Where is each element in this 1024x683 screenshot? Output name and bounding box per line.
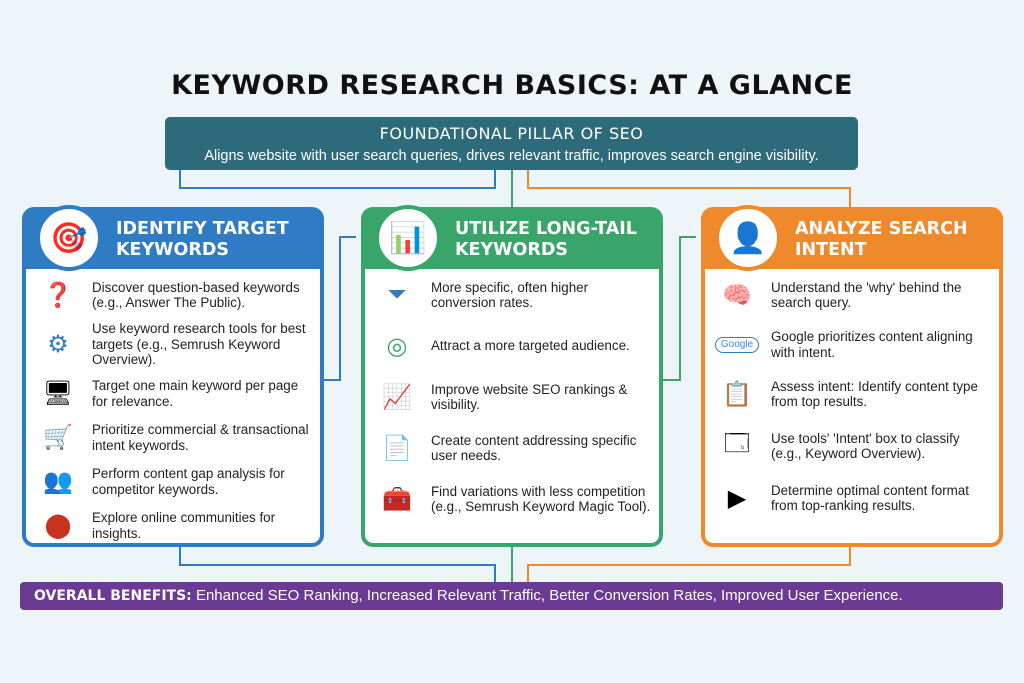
list-item: ▶ Determine optimal content format from t… [715,480,991,516]
item-text: Target one main keyword per page for rel… [92,378,299,409]
item-text: Google prioritizes content aligning with… [771,329,973,360]
connector-bottom-blue [179,547,496,582]
overall-benefits-bar: OVERALL BENEFITS: Enhanced SEO Ranking, … [20,582,1003,610]
item-text: Determine optimal content format from to… [771,482,969,514]
list-item: 👥 Perform content gap analysis for compet… [36,464,312,500]
list-item: 📋 Assess intent: Identify content type fr… [715,376,991,412]
brain-gear-icon: 🧠 [722,281,752,309]
long-tail-chart-icon: 📊 [375,205,441,271]
item-text: Improve website SEO rankings & visibilit… [431,381,628,413]
item-text: Attract a more targeted audience. [431,338,630,354]
webpage-cursor-icon: 🖥 [42,380,74,407]
page-title: KEYWORD RESEARCH BASICS: AT A GLANCE [171,70,853,101]
item-text: Understand the 'why' behind the search q… [771,279,962,311]
competitors-icon: 👥 [43,468,73,495]
connector-bottom-orange [527,547,851,582]
document-check-icon: 📄 [382,434,412,462]
card-identify-target-keywords: 🎯 IDENTIFY TARGET KEYWORDS ❓Discover que… [22,205,324,547]
item-text: Use tools' 'Intent' box to classify (e.g… [771,430,960,462]
item-text: More specific, often higher conversion r… [431,279,589,311]
community-icon: ⬤ [44,512,72,539]
content-formats-icon: ▶ [727,484,747,512]
item-text: Perform content gap analysis for competi… [92,466,285,497]
question-bubble-icon: ❓ [43,281,73,309]
item-text: Discover question-based keywords (e.g., … [92,279,300,311]
funnel-icon: ⏷ [387,281,407,308]
growth-chart-icon: 📈 [382,383,412,411]
list-item: 📄 Create content addressing specific user… [375,430,651,466]
gear-cycle-icon: ⚙ [47,330,69,358]
list-item: ⚙ Use keyword research tools for best tar… [36,321,312,368]
benefits-label: OVERALL BENEFITS: [34,588,192,604]
google-search-icon: Google [715,336,759,353]
item-text: Use keyword research tools for best targ… [92,321,306,367]
card-utilize-long-tail-keywords: 📊 UTILIZE LONG-TAIL KEYWORDS ⏷More speci… [361,205,663,547]
foundational-pillar-banner: FOUNDATIONAL PILLAR OF SEO Aligns websit… [165,117,858,170]
list-item: 🖥 Target one main keyword per page for re… [36,376,312,412]
card-analyze-search-intent: 👤 ANALYZE SEARCH INTENT 🧠Understand the … [701,205,1003,547]
list-item: 🗔 Use tools' 'Intent' box to classify (e.… [715,428,991,464]
list-item: ❓ Discover question-based keywords (e.g.,… [36,277,312,313]
connector-blue [179,170,496,189]
connector-blue-green [323,236,356,381]
item-text: Explore online communities for insights. [92,510,276,541]
shopping-cart-dollar-icon: 🛒 [43,424,73,451]
connector-orange [527,170,851,207]
benefits-text: Enhanced SEO Ranking, Increased Relevant… [191,587,903,604]
pillar-heading: FOUNDATIONAL PILLAR OF SEO [379,124,644,143]
list-item: ⏷ More specific, often higher conversion … [375,277,651,313]
item-text: Find variations with less competition (e… [431,483,651,515]
pillar-subtitle: Aligns website with user search queries,… [204,148,819,164]
target-icon: ◎ [386,332,408,360]
connector-green-orange [663,236,696,381]
list-item: 🧰 Find variations with less competition (… [375,481,651,517]
list-item: ◎ Attract a more targeted audience. [375,328,651,364]
list-item: Google Google prioritizes content alignin… [715,329,991,360]
user-intent-icon: 👤 [715,205,781,271]
item-text: Create content addressing specific user … [431,432,637,464]
clipboard-checklist-icon: 📋 [722,380,752,408]
list-item: 🛒 Prioritize commercial & transactional i… [36,420,312,456]
item-text: Prioritize commercial & transactional in… [92,422,309,453]
list-item: 🧠 Understand the 'why' behind the search … [715,277,991,313]
target-search-icon: 🎯 [36,205,102,271]
list-item: 📈 Improve website SEO rankings & visibili… [375,379,651,415]
magic-toolbox-icon: 🧰 [382,485,412,513]
item-text: Assess intent: Identify content type fro… [771,378,978,410]
tool-window-icon: 🗔 [723,429,751,457]
list-item: ⬤ Explore online communities for insights… [36,508,312,544]
